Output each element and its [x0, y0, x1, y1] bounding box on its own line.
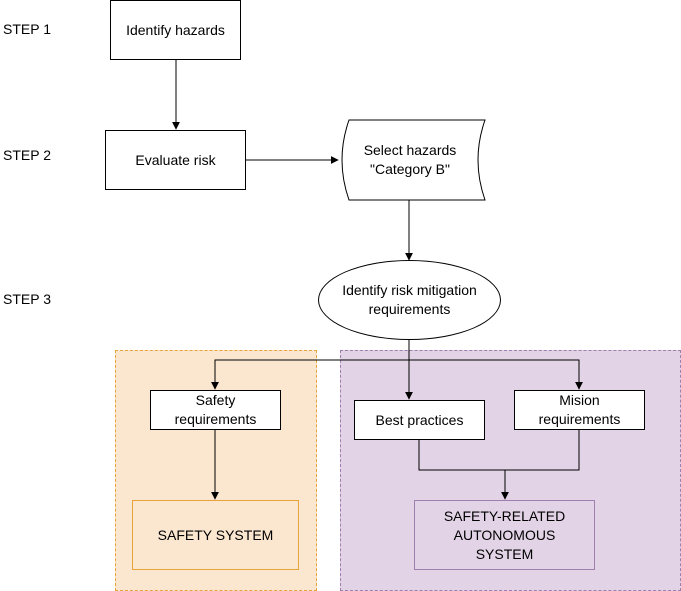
identify-mitigation-node: Identify risk mitigation requirements: [318, 260, 501, 340]
safety-related-autonomous-system-node: SAFETY-RELATED AUTONOMOUS SYSTEM: [414, 500, 595, 570]
evaluate-risk-node: Evaluate risk: [105, 130, 246, 190]
identify-hazards-node: Identify hazards: [110, 0, 241, 60]
edge-mission-requirements-merge: [505, 430, 580, 471]
select-hazards-shape: [341, 119, 486, 201]
step-2-label: STEP 2: [3, 147, 51, 163]
edge-mitigation-to-mission-requirements: [409, 359, 583, 390]
step-3-label: STEP 3: [3, 291, 51, 307]
safety-system-node: SAFETY SYSTEM: [132, 500, 299, 570]
edge-mitigation-to-safety-requirements: [211, 359, 409, 390]
best-practices-node: Best practices: [354, 400, 485, 440]
mission-requirements-node: Mision requirements: [514, 390, 645, 430]
select-hazards-node: Select hazards "Category B": [363, 142, 457, 177]
step-1-label: STEP 1: [3, 21, 51, 37]
safety-requirements-node: Safety requirements: [150, 390, 281, 430]
edge-best-practices-merge: [418, 440, 505, 471]
